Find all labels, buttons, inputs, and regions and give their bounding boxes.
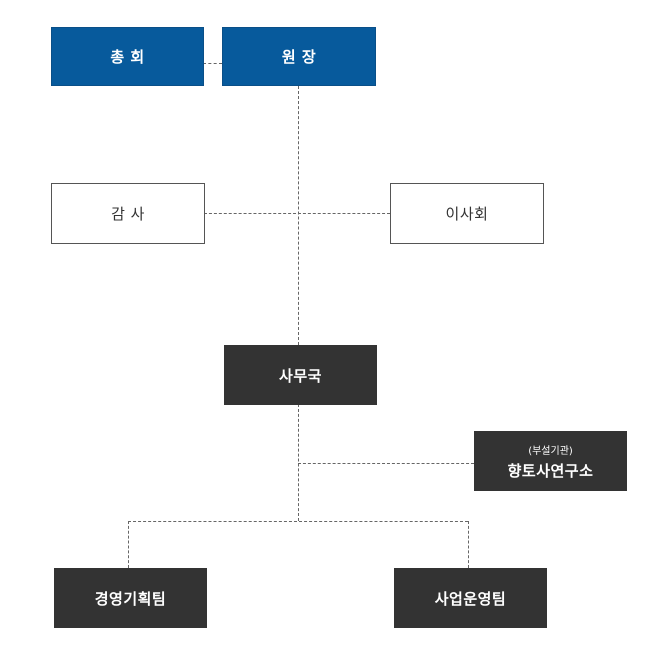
research-institute-box: (부설기관) 향토사연구소 [474,431,627,491]
connector-research-institute [298,463,474,464]
affiliated-label: (부설기관) [528,445,573,457]
director-box: 원 장 [222,27,376,86]
connector-auditor-board [204,213,390,214]
board-box: 이사회 [390,183,544,244]
general-assembly-label: 총 회 [110,48,145,66]
connector-business-team [468,521,469,568]
auditor-label: 감 사 [111,205,145,223]
connector-teams-horizontal [128,521,468,522]
secretariat-label: 사무국 [279,366,322,385]
connector-secretariat-teams [298,404,299,521]
director-label: 원 장 [281,48,317,66]
general-assembly-box: 총 회 [51,27,204,86]
business-team-box: 사업운영팀 [394,568,547,628]
research-institute-label: 향토사연구소 [507,461,594,480]
business-team-label: 사업운영팀 [434,589,507,608]
planning-team-label: 경영기획팀 [94,589,167,608]
planning-team-box: 경영기획팀 [54,568,207,628]
connector-planning-team [128,521,129,568]
board-label: 이사회 [445,205,489,223]
connector-director-secretariat [298,86,299,345]
secretariat-box: 사무국 [224,345,377,405]
connector-assembly-director [203,63,222,64]
auditor-box: 감 사 [51,183,205,244]
